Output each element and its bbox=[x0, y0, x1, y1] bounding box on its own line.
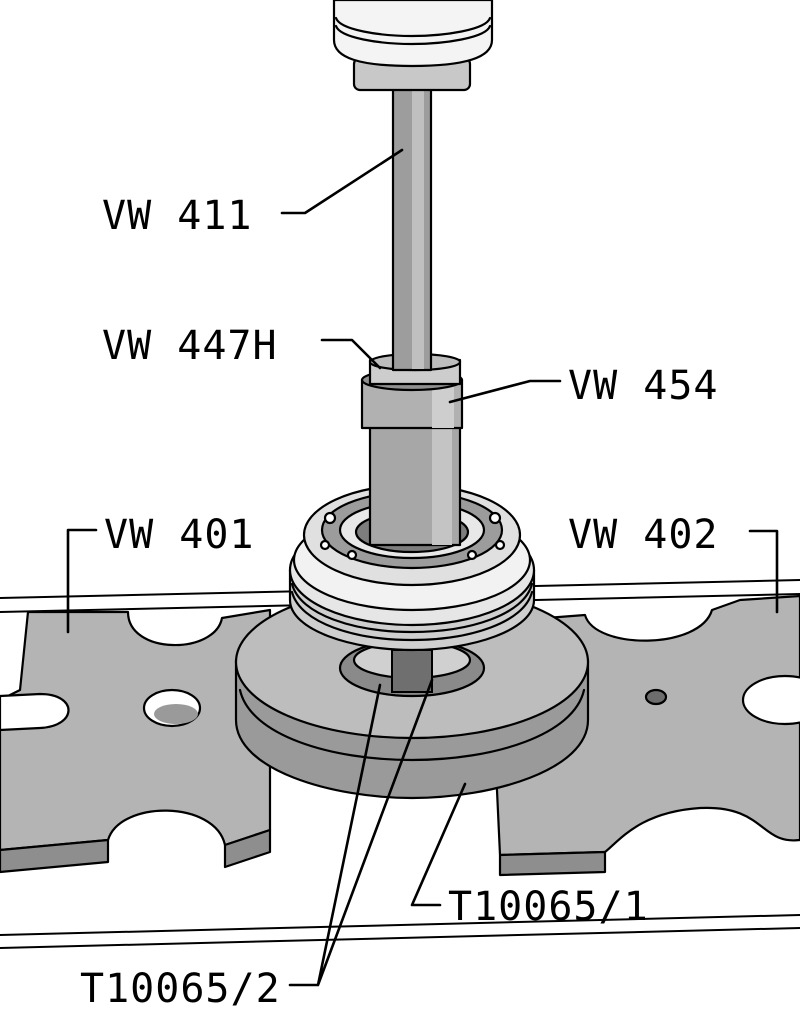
leader-vw401 bbox=[66, 528, 98, 634]
leader-vw402 bbox=[748, 529, 779, 614]
label-t10065-2: T10065/2 bbox=[80, 966, 281, 1010]
base-plate-left-vw401 bbox=[0, 608, 272, 874]
press-head bbox=[332, 0, 494, 92]
sleeve-vw454 bbox=[360, 352, 464, 547]
leader-vw454 bbox=[448, 379, 562, 404]
leader-t10065-1 bbox=[410, 782, 467, 907]
base-plate-right-vw402 bbox=[488, 594, 800, 877]
label-vw447h: VW 447H bbox=[102, 323, 278, 369]
leader-t10065-2 bbox=[288, 678, 434, 987]
label-t10065-1: T10065/1 bbox=[448, 884, 649, 930]
spindle-vw411 bbox=[391, 83, 433, 372]
leader-lines bbox=[66, 148, 779, 987]
label-vw402: VW 402 bbox=[568, 512, 719, 558]
leader-vw447h bbox=[320, 338, 382, 370]
label-vw411: VW 411 bbox=[102, 193, 253, 239]
leader-vw411 bbox=[280, 148, 404, 215]
label-vw454: VW 454 bbox=[568, 363, 719, 409]
label-vw401: VW 401 bbox=[104, 512, 255, 558]
